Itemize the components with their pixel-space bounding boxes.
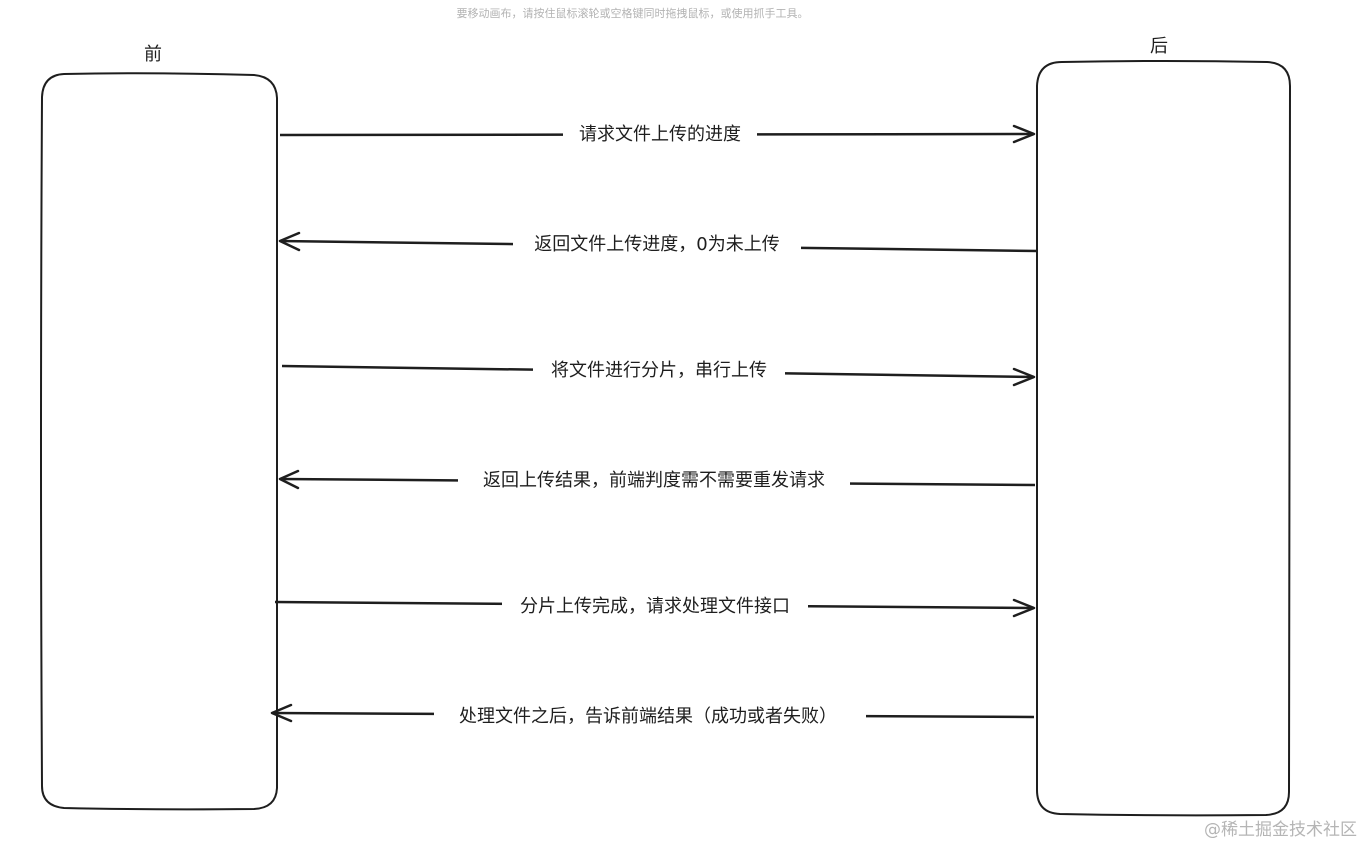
message-5: 分片上传完成，请求处理文件接口 xyxy=(274,592,1036,620)
message-6: 处理文件之后，告诉前端结果（成功或者失败） xyxy=(270,702,1035,730)
message-4-label-bg xyxy=(458,466,850,494)
message-6-label: 处理文件之后，告诉前端结果（成功或者失败） xyxy=(459,706,837,727)
message-5-arrowhead xyxy=(1012,598,1036,618)
message-6-arrowhead xyxy=(270,703,293,723)
message-4-label: 返回上传结果，前端判度需不需要重发请求 xyxy=(483,470,825,491)
canvas-hint: 要移动画布，请按住鼠标滚轮或空格键同时拖拽鼠标，或使用抓手工具。 xyxy=(456,7,809,20)
message-1-arrowhead xyxy=(1012,124,1036,144)
lane-front-label: 前 xyxy=(144,44,162,65)
message-1-label: 请求文件上传的进度 xyxy=(579,124,741,145)
lane-front-box xyxy=(40,72,279,811)
lane-back-box xyxy=(1035,60,1292,817)
watermark: @稀土掘金技术社区 xyxy=(1204,820,1357,840)
lane-front: 前 xyxy=(40,44,279,811)
message-3: 将文件进行分片，串行上传 xyxy=(281,356,1036,387)
message-3-label-bg xyxy=(533,356,785,384)
message-5-label-bg xyxy=(502,592,808,620)
message-2: 返回文件上传进度，0为未上传 xyxy=(278,230,1039,258)
message-2-arrowhead xyxy=(278,231,301,252)
message-4-arrowhead xyxy=(278,469,300,490)
message-3-arrowhead xyxy=(1012,367,1036,387)
message-4: 返回上传结果，前端判度需不需要重发请求 xyxy=(278,466,1036,494)
lane-back-label: 后 xyxy=(1150,36,1168,57)
message-1: 请求文件上传的进度 xyxy=(279,120,1036,148)
message-3-label: 将文件进行分片，串行上传 xyxy=(551,360,767,381)
message-2-label-bg xyxy=(513,230,801,258)
message-2-label: 返回文件上传进度，0为未上传 xyxy=(534,234,779,255)
message-5-label: 分片上传完成，请求处理文件接口 xyxy=(520,596,790,617)
message-1-label-bg xyxy=(563,120,757,148)
lane-back: 后 xyxy=(1035,36,1292,817)
message-6-label-bg xyxy=(434,702,866,730)
